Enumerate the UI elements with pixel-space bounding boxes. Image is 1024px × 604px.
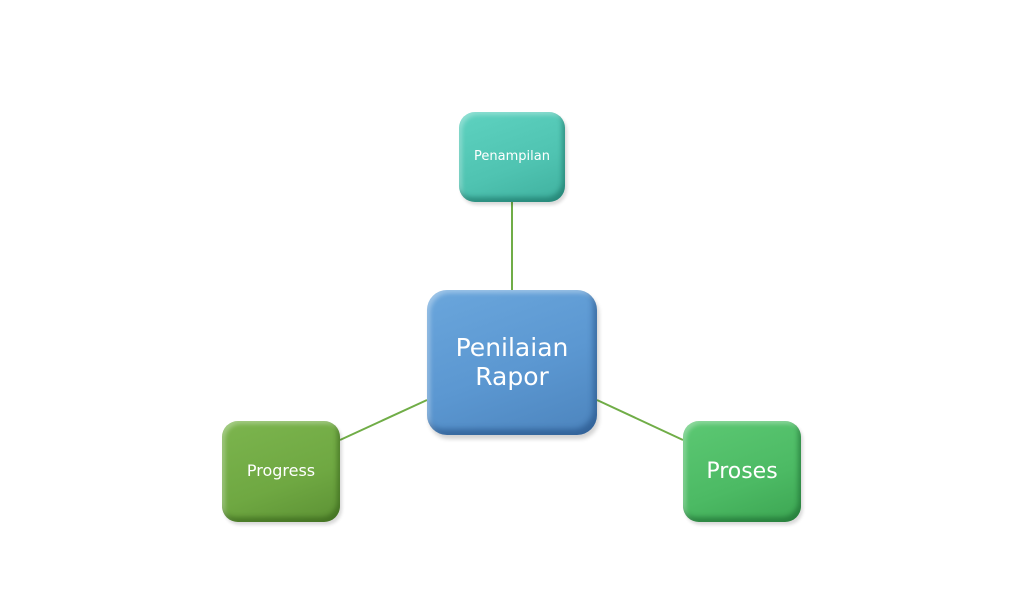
node-penampilan-label: Penampilan <box>474 148 550 164</box>
center-node-penilaian-rapor[interactable]: Penilaian Rapor <box>427 290 597 435</box>
center-node-label: Penilaian Rapor <box>455 332 569 392</box>
connector-center-right <box>596 399 684 441</box>
connector-center-left <box>339 399 428 441</box>
center-label-line1: Penilaian <box>455 332 569 362</box>
node-proses[interactable]: Proses <box>683 421 801 522</box>
node-progress-label: Progress <box>246 461 316 481</box>
node-proses-label: Proses <box>706 458 778 484</box>
node-progress[interactable]: Progress <box>222 421 340 522</box>
center-label-line2: Rapor <box>475 361 549 391</box>
node-penampilan[interactable]: Penampilan <box>459 112 565 202</box>
